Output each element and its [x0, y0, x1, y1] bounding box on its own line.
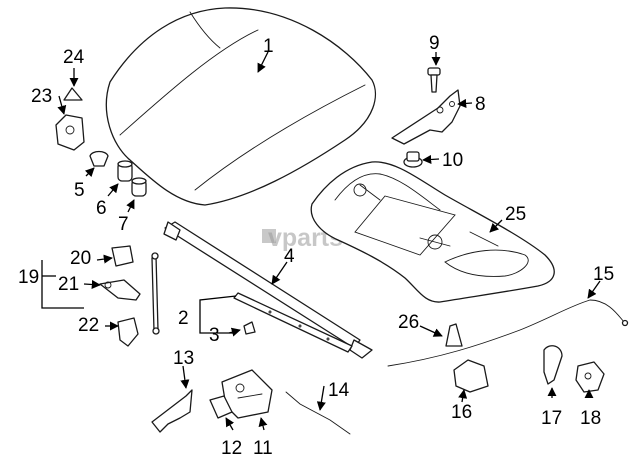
- callout-9: 9: [429, 33, 440, 54]
- bumper-6: [117, 160, 133, 182]
- cable-end-14: [285, 391, 351, 435]
- callout-11: 11: [253, 438, 273, 459]
- latch-support: [151, 389, 193, 433]
- callout-1: 1: [263, 36, 274, 57]
- cable-retainer-20: [111, 245, 134, 267]
- grommet: [445, 323, 463, 347]
- bracket-bolt: [427, 67, 441, 93]
- callout-2: 2: [178, 308, 189, 329]
- callout-5: 5: [74, 180, 85, 201]
- callout-15: 15: [593, 264, 614, 285]
- hood-striker: [209, 395, 233, 419]
- hood-panel: [105, 7, 376, 206]
- latch-bracket-16: [453, 359, 489, 393]
- hood-bumper: [63, 87, 83, 101]
- callout-23: 23: [31, 86, 52, 107]
- callout-17: 17: [541, 408, 562, 429]
- callout-13: 13: [173, 348, 194, 369]
- callout-8: 8: [475, 94, 486, 115]
- callout-21: 21: [58, 274, 79, 295]
- callout-12: 12: [221, 438, 242, 459]
- hood-hinge: [55, 114, 85, 151]
- callout-18: 18: [580, 408, 601, 429]
- callout-22: 22: [78, 315, 99, 336]
- callout-16: 16: [451, 402, 472, 423]
- cable-bracket-21: [99, 279, 141, 301]
- callout-6: 6: [96, 198, 107, 219]
- release-cable-19: [151, 252, 160, 335]
- callout-4: 4: [284, 246, 295, 267]
- callout-labels: 1 2 3 4 5 6 7 8 9 10 11 12 13 14 15 16 1…: [18, 33, 614, 459]
- hood-lock: [575, 361, 605, 393]
- bumper-7: [131, 177, 147, 197]
- cable-clip-22: [117, 317, 139, 347]
- hood-weatherstrip: [233, 292, 353, 353]
- hood-insulator: [310, 161, 555, 303]
- callout-20: 20: [70, 248, 91, 269]
- callout-25: 25: [505, 204, 526, 225]
- callout-14: 14: [328, 380, 350, 401]
- callout-19: 19: [18, 267, 39, 288]
- release-handle: [543, 345, 563, 385]
- callout-7: 7: [118, 214, 129, 235]
- callout-3: 3: [209, 325, 220, 346]
- bumper-5: [89, 150, 109, 167]
- callout-26: 26: [398, 312, 419, 333]
- release-cable-15: [387, 299, 629, 367]
- leader-lines: [41, 51, 601, 431]
- watermark-mark: [262, 229, 276, 243]
- weatherstrip-clip: [243, 321, 256, 335]
- flange-nut: [403, 151, 423, 168]
- hood-bracket: [391, 89, 461, 145]
- callout-24: 24: [63, 47, 85, 68]
- callout-10: 10: [442, 150, 463, 171]
